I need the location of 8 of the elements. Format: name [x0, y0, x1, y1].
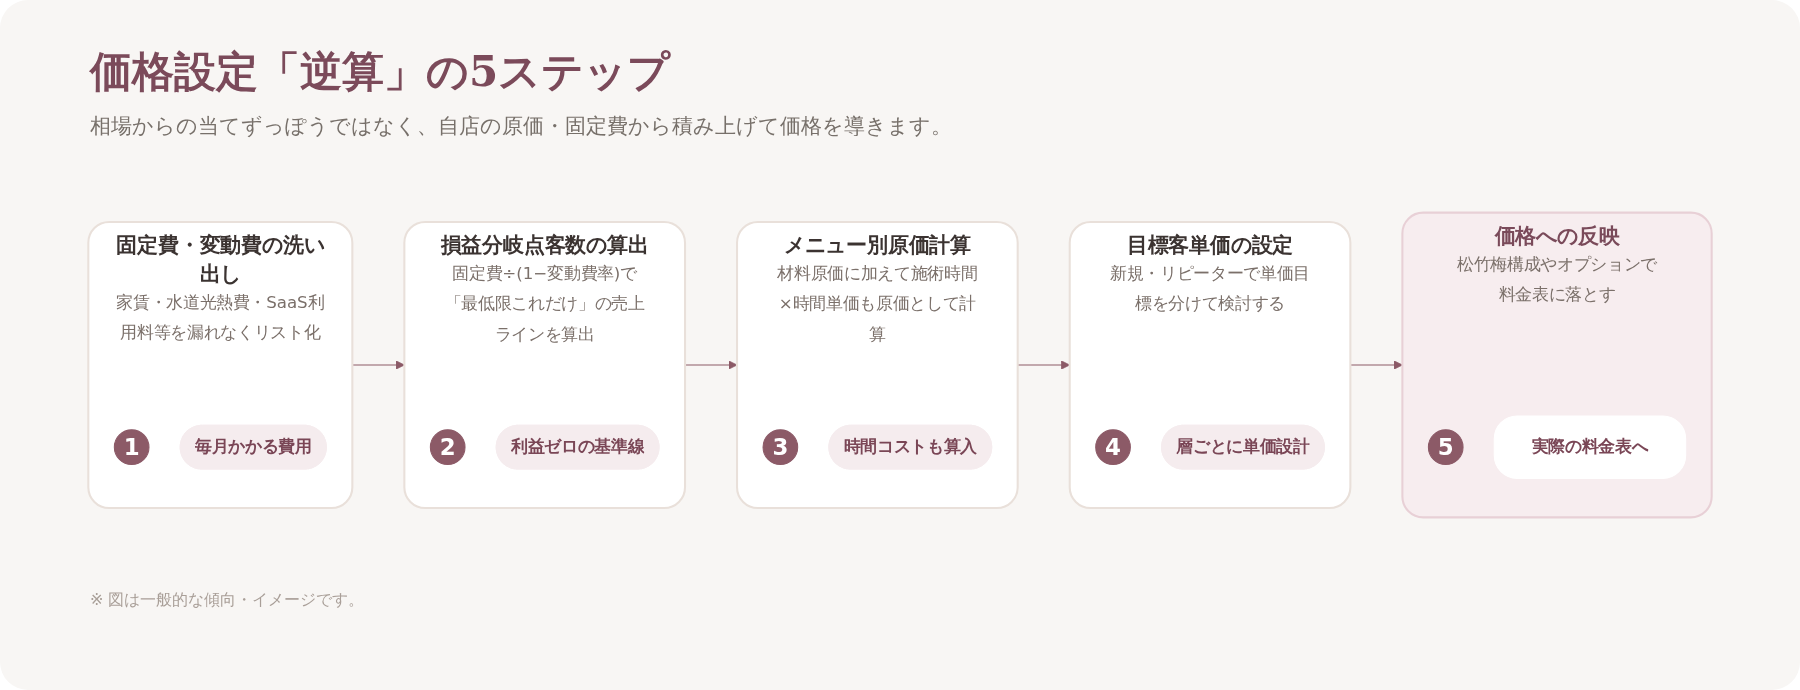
node-circle: 5: [1427, 429, 1464, 466]
node-circle: 2: [429, 429, 466, 466]
footnote: ※ 図は一般的な傾向・イメージです。: [90, 590, 365, 611]
title: 価格設定「逆算」の5ステップ: [90, 46, 671, 98]
subtitle: 相場からの当てずっぽうではなく、自店の原価・固定費から積み上げて価格を導きます。: [90, 113, 952, 140]
node-circle: 3: [762, 429, 799, 466]
node-circle: 1: [113, 429, 150, 466]
node-circle: 4: [1095, 429, 1131, 466]
